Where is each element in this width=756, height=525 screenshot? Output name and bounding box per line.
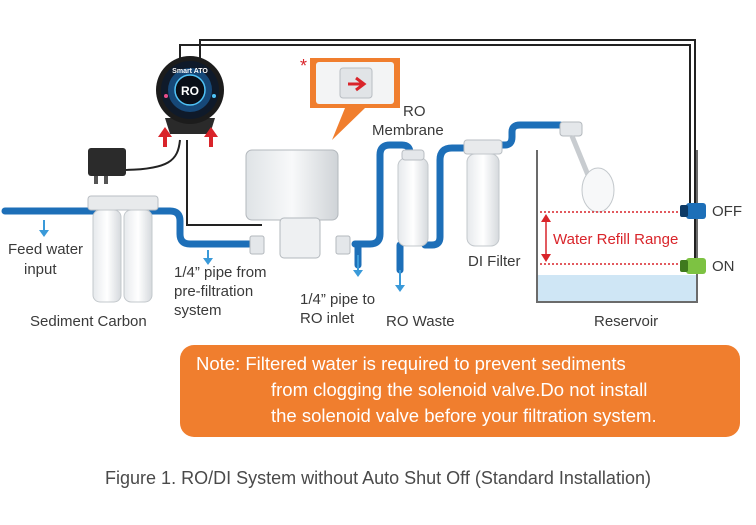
right-red-arrow [209,135,213,147]
smart-ato-controller: Smart ATO RO [156,56,224,134]
sediment-carbon-filters [87,195,159,303]
controller-brand-label: Smart ATO [172,68,208,75]
ro-membrane-label-line1: RO [403,103,426,120]
reservoir-water [537,275,697,302]
di-filter-label: DI Filter [468,253,521,270]
pipe-ro-inlet-label-line1: 1/4” pipe to [300,291,375,308]
sediment-carbon-label: Sediment Carbon [30,313,147,330]
connector-arrows [158,127,218,147]
solenoid-valve [245,149,351,259]
off-sensor [680,203,706,219]
power-cable [119,139,181,171]
water-refill-range-label: Water Refill Range [553,231,678,248]
power-adapter-icon [88,148,126,184]
prefilter-to-valve-pipe [146,207,259,248]
ro-membrane-label-line2: Membrane [372,122,444,139]
pipe-prefilter-label-line3: system [174,302,222,319]
feed-water-label-line2: input [24,261,57,278]
on-sensor [680,258,706,274]
prefilter-flow-arrow [203,250,213,265]
sensor-off-label: OFF [712,203,742,220]
ro-to-di-pipe [421,144,472,249]
feed-water-label-line1: Feed water [8,241,83,258]
pipe-ro-inlet-label-line2: RO inlet [300,310,355,327]
left-red-arrow [163,135,167,147]
solenoid-cable [186,140,262,226]
di-filter [463,139,503,247]
flow-arrows [39,220,405,292]
sensor-on-label: ON [712,258,735,275]
float-valve [559,121,615,213]
reservoir-tank [536,150,698,303]
feed-flow-arrow [39,220,49,237]
ro-waste-flow-arrow [395,270,405,292]
note-box: Note: Filtered water is required to prev… [180,345,740,437]
note-line-2: from clogging the solenoid valve.Do not … [271,379,648,400]
ro-membrane [397,149,429,247]
pipe-prefilter-label-line2: pre-filtration [174,283,253,300]
di-to-reservoir-pipe [493,121,564,149]
ro-waste-label: RO Waste [386,313,455,330]
reservoir-label: Reservoir [594,313,658,330]
valve-zoom-callout: * [300,56,400,140]
controller-screen-text: RO [181,84,199,98]
ro-inlet-flow-arrow [353,255,363,277]
figure-caption: Figure 1. RO/DI System without Auto Shut… [105,468,651,488]
note-line-3: the solenoid valve before your filtratio… [271,405,657,426]
pipe-prefilter-label-line1: 1/4” pipe from [174,264,267,281]
callout-asterisk: * [300,56,307,76]
note-line-1: Note: Filtered water is required to prev… [196,353,626,374]
valve-to-ro-pipe [351,141,414,248]
water-refill-range: Water Refill Range [540,211,688,265]
